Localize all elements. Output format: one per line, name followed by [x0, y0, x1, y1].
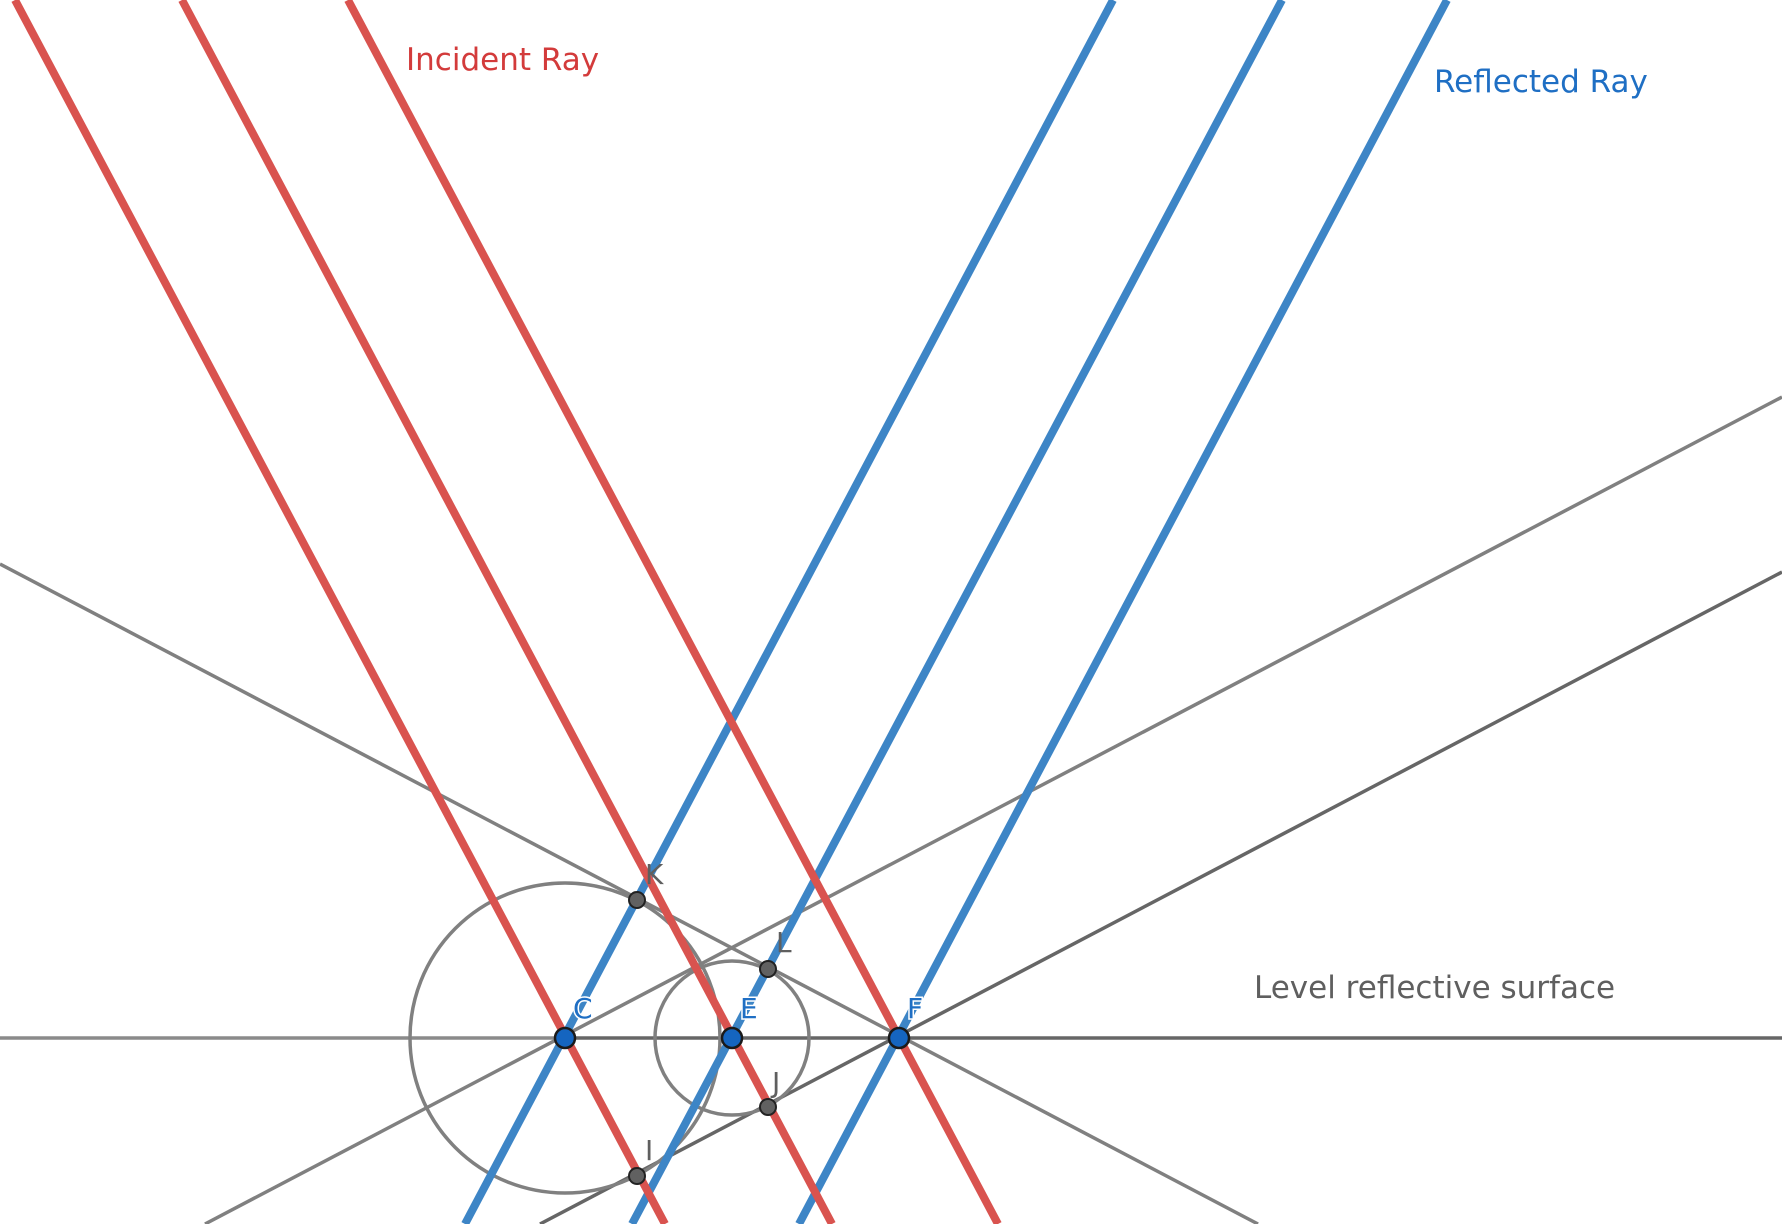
surface-label: Level reflective surface [1254, 970, 1615, 1006]
label-point-l: L [776, 926, 792, 959]
reflected-ray-label: Reflected Ray [1434, 64, 1648, 100]
label-point-j: J [770, 1066, 780, 1099]
circle-center-e [653, 959, 811, 1117]
label-point-k: K [645, 858, 664, 891]
point-c[interactable] [553, 1026, 577, 1050]
point-l[interactable] [759, 960, 777, 978]
reflected-ray-2 [628, 0, 1286, 1226]
point-e[interactable] [720, 1026, 744, 1050]
incident-ray-1 [11, 0, 669, 1226]
incident-ray-2 [178, 0, 836, 1226]
label-point-c: C [573, 992, 593, 1025]
incident-ray-3 [344, 0, 1002, 1226]
point-i[interactable] [628, 1167, 646, 1185]
point-j[interactable] [759, 1098, 777, 1116]
point-f[interactable] [887, 1026, 911, 1050]
construction-line-kf [0, 562, 1259, 1226]
label-point-f: F [907, 992, 923, 1025]
label-point-e: E [740, 992, 758, 1025]
reflected-ray-3 [795, 0, 1451, 1226]
construction-line-jf [539, 570, 1782, 1226]
label-point-i: I [645, 1134, 653, 1167]
point-k[interactable] [628, 891, 646, 909]
circle-center-c [408, 881, 722, 1195]
incident-ray-label: Incident Ray [406, 42, 599, 78]
reflected-ray-1 [461, 0, 1117, 1226]
construction-line-il [204, 395, 1782, 1226]
